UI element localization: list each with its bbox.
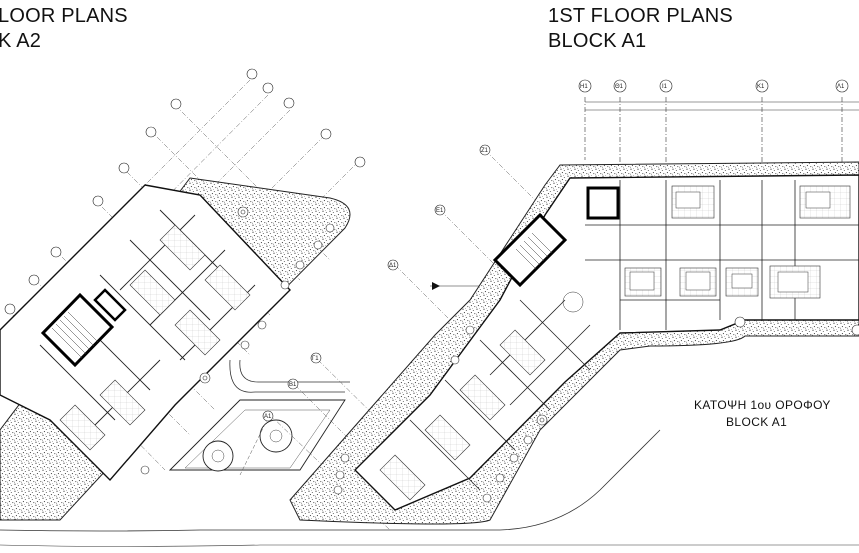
courtyard-plaza: [168, 399, 346, 471]
block-a1-plan: H1 Θ1 I1 K1 Λ1 Z1 E1 Δ1 Γ1: [262, 79, 859, 531]
svg-text:Θ1: Θ1: [615, 84, 624, 90]
block-a1-trees: [333, 316, 859, 503]
block-a1-diagonal-rooms: [379, 329, 546, 501]
block-a2-plan: [0, 68, 366, 521]
svg-text:K1: K1: [757, 84, 765, 90]
svg-text:Γ1: Γ1: [312, 356, 319, 362]
block-a1-stair-core: [492, 186, 620, 288]
plan-caption-line1: ΚΑΤΟΨΗ 1ου ΟΡΟΦΟΥ: [694, 398, 831, 412]
block-a2-stair-core: [40, 288, 127, 368]
title-right-line1: 1ST FLOOR PLANS: [548, 5, 733, 27]
svg-text:Z1: Z1: [481, 148, 489, 154]
block-a1-building-outline: [354, 174, 859, 511]
svg-text:E1: E1: [436, 208, 444, 214]
block-a2-trees: [140, 206, 335, 475]
svg-text:I1: I1: [662, 84, 668, 90]
svg-text:H1: H1: [580, 84, 588, 90]
svg-text:Λ1: Λ1: [837, 84, 845, 90]
block-a1-grid-labels-top: H1 Θ1 I1 K1 Λ1: [580, 84, 845, 90]
svg-text:Δ1: Δ1: [389, 263, 397, 269]
block-a2-building-outline: [0, 184, 291, 482]
block-a1-diagonal-walls: [409, 299, 591, 491]
courtyard: [0, 359, 859, 547]
svg-text:B1: B1: [289, 382, 297, 388]
title-left-line2: K A2: [0, 30, 42, 52]
title-right-line2: BLOCK A1: [548, 30, 647, 52]
block-a1-furniture: [562, 191, 831, 313]
block-a1-grid-bubbles-top: [578, 79, 849, 93]
fountain-left: [202, 440, 234, 472]
block-a1-diagonal-labels: Z1 E1 Δ1 Γ1 B1 A1: [264, 148, 489, 420]
title-left-line1: LOOR PLANS: [0, 5, 128, 27]
block-a1-diagonal-bubbles: [262, 144, 491, 422]
block-a2-grid-bubbles: [4, 68, 366, 315]
section-marker-a: [430, 282, 480, 290]
plan-caption-line2: BLOCK A1: [726, 415, 788, 429]
block-a2-rooms: [59, 224, 251, 451]
svg-text:A1: A1: [264, 414, 272, 420]
